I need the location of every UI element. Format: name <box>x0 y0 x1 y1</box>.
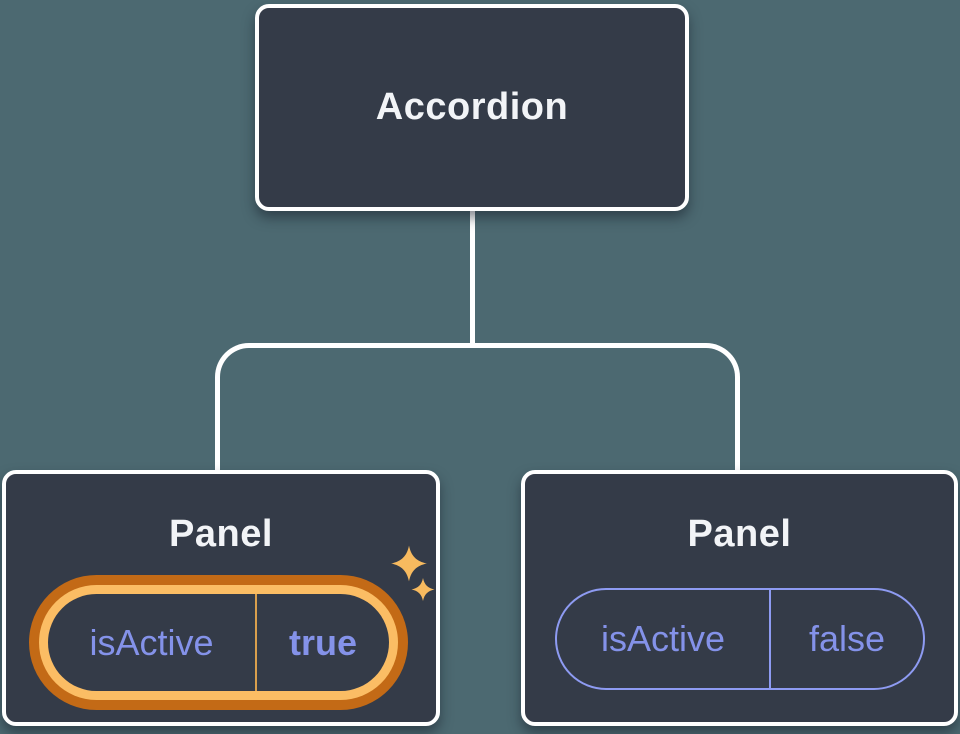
panel-node-inactive: Panel isActive false <box>521 470 958 726</box>
sparkle-icon-large <box>391 545 427 582</box>
panel-node-label: Panel <box>687 513 792 555</box>
sparkle-icon-small <box>411 578 435 601</box>
state-pill-divider <box>255 594 257 691</box>
accordion-node: Accordion <box>255 4 689 211</box>
connector-stem <box>470 205 475 347</box>
state-value: true <box>288 621 357 663</box>
state-pill-inactive: isActive false <box>555 588 925 690</box>
state-value: false <box>808 618 886 659</box>
state-pill-core: isActive true <box>48 594 389 691</box>
state-key: isActive <box>600 618 726 659</box>
state-pill-active: isActive true <box>29 575 408 710</box>
connector-bracket <box>215 343 740 473</box>
panel-node-label: Panel <box>169 513 273 555</box>
state-pill-divider <box>769 590 771 688</box>
accordion-node-label: Accordion <box>375 86 569 128</box>
panel-node-active: Panel isActive true <box>2 470 440 726</box>
state-key: isActive <box>89 621 214 663</box>
